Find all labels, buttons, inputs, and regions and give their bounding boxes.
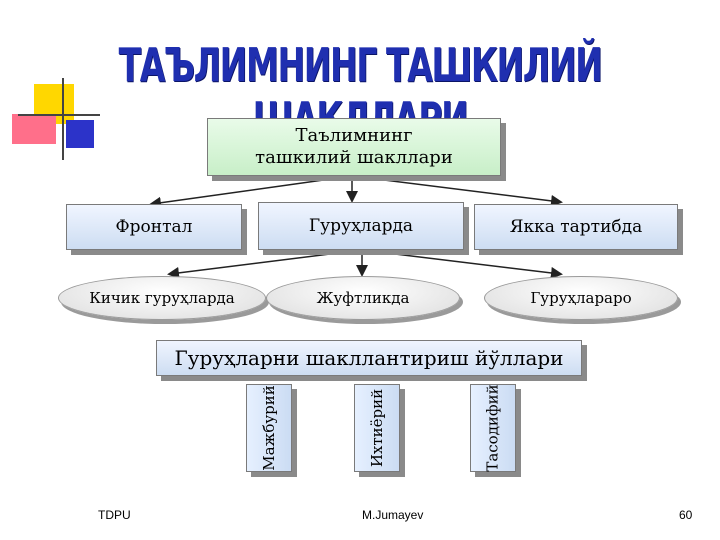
method-random: Тасодифий xyxy=(470,384,516,472)
method-voluntary: Ихтиёрий xyxy=(354,384,400,472)
box-individual: Якка тартибда xyxy=(474,204,678,250)
arrow-groups-inter xyxy=(361,249,563,279)
root-box-label: Таълимнинг ташкилий шакллари xyxy=(255,125,453,168)
footer-author: M.Jumayev xyxy=(362,508,424,522)
method-mandatory: Мажбурий xyxy=(246,384,292,472)
decor-pink-square xyxy=(12,114,56,144)
arrow-root-individual xyxy=(351,175,563,207)
arrow-root-frontal xyxy=(149,175,353,209)
box-groups-label: Гуруҳларда xyxy=(308,216,414,236)
arrow-groups-small xyxy=(167,249,363,279)
decor-horizontal-line xyxy=(18,114,100,116)
ellipse-pairs-label: Жуфтликда xyxy=(316,289,410,307)
box-groups: Гуруҳларда xyxy=(258,202,464,250)
methods-header-label: Гуруҳларни шакллантириш йўллари xyxy=(174,346,564,370)
method-random-label: Тасодифий xyxy=(484,384,503,472)
footer-left: TDPU xyxy=(98,508,131,522)
page-number: 60 xyxy=(679,508,693,522)
box-frontal-label: Фронтал xyxy=(115,217,193,237)
ellipse-intergroup-label: Гуруҳлараро xyxy=(530,289,632,307)
decor-blue-square xyxy=(66,120,94,148)
decor-vertical-line xyxy=(62,78,64,160)
ellipse-small-groups: Кичик гуруҳларда xyxy=(58,276,266,320)
ellipse-intergroup: Гуруҳлараро xyxy=(484,276,678,320)
methods-header: Гуруҳларни шакллантириш йўллари xyxy=(156,340,582,376)
box-individual-label: Якка тартибда xyxy=(509,217,643,237)
method-mandatory-label: Мажбурий xyxy=(260,385,278,471)
box-frontal: Фронтал xyxy=(66,204,242,250)
ellipse-small-groups-label: Кичик гуруҳларда xyxy=(89,289,235,307)
method-voluntary-label: Ихтиёрий xyxy=(368,388,386,468)
root-box: Таълимнинг ташкилий шакллари xyxy=(207,118,501,176)
ellipse-pairs: Жуфтликда xyxy=(266,276,460,320)
